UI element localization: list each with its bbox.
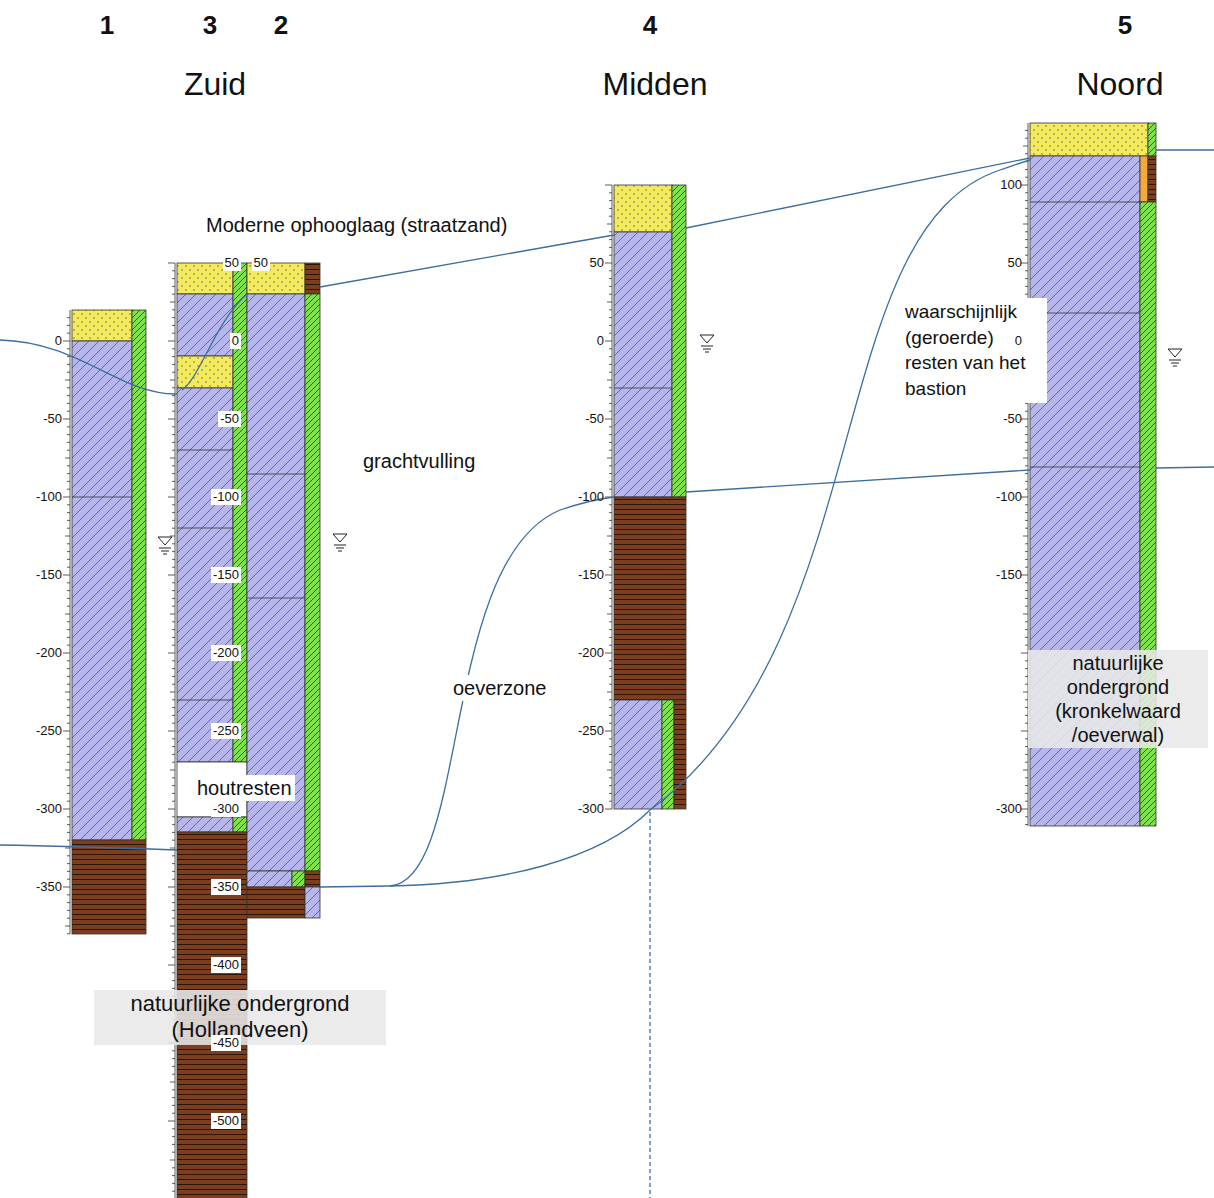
depth-tick-label: 50: [252, 255, 270, 271]
depth-tick-label: 50: [590, 255, 604, 271]
depth-tick-label: -100: [996, 489, 1022, 505]
zone-name: Zuid: [184, 65, 246, 103]
depth-scale: [63, 123, 1028, 1198]
depth-tick-label: -50: [585, 411, 604, 427]
depth-tick-label: -450: [211, 1035, 241, 1051]
depth-tick-label: -100: [211, 489, 241, 505]
depth-tick-label: 0: [597, 333, 604, 349]
depth-tick-label: -250: [578, 723, 604, 739]
layer-annotation: waarschijnlijk (geroerde) resten van het…: [902, 298, 1047, 403]
layer-annotation: oeverzone: [450, 675, 549, 701]
zone-name: Noord: [1076, 65, 1163, 103]
depth-tick-label: -200: [578, 645, 604, 661]
depth-tick-label: 50: [1008, 255, 1022, 271]
layer-annotation: Moderne ophooglaag (straatzand): [203, 212, 510, 238]
depth-tick-label: -100: [578, 489, 604, 505]
depth-tick-label: -500: [211, 1113, 241, 1129]
depth-tick-label: -150: [578, 567, 604, 583]
depth-tick-label: -50: [43, 411, 62, 427]
depth-tick-label: 0: [230, 333, 241, 349]
depth-tick-label: -300: [578, 801, 604, 817]
depth-tick-label: -200: [211, 645, 241, 661]
interpretation-lines: [0, 150, 1214, 1198]
layer-annotation: grachtvulling: [360, 448, 478, 474]
depth-tick-label: -400: [211, 957, 241, 973]
borehole-number: 1: [100, 10, 114, 41]
depth-tick-label: -50: [218, 411, 241, 427]
borehole-number: 5: [1118, 10, 1132, 41]
depth-tick-label: -150: [211, 567, 241, 583]
depth-tick-label: -250: [36, 723, 62, 739]
depth-tick-label: -100: [36, 489, 62, 505]
depth-tick-label: -150: [36, 567, 62, 583]
depth-tick-label: -350: [211, 879, 241, 895]
depth-tick-label: -200: [36, 645, 62, 661]
borehole-columns: [72, 123, 1156, 1198]
borehole-number: 3: [203, 10, 217, 41]
depth-tick-label: -300: [36, 801, 62, 817]
borehole-number: 4: [643, 10, 657, 41]
layer-annotation: houtresten: [194, 775, 295, 801]
depth-tick-label: 50: [223, 255, 241, 271]
depth-tick-label: -300: [996, 801, 1022, 817]
depth-tick-label: 0: [1015, 333, 1022, 349]
depth-tick-label: -50: [1003, 411, 1022, 427]
depth-tick-label: -350: [36, 879, 62, 895]
depth-tick-label: -300: [211, 801, 241, 817]
depth-tick-label: -150: [996, 567, 1022, 583]
depth-tick-label: -250: [211, 723, 241, 739]
borehole-number: 2: [274, 10, 288, 41]
depth-tick-label: 100: [1000, 177, 1022, 193]
zone-name: Midden: [603, 65, 708, 103]
depth-tick-label: 0: [55, 333, 62, 349]
layer-annotation: natuurlijke ondergrond (kronkelwaard /oe…: [1028, 650, 1208, 748]
